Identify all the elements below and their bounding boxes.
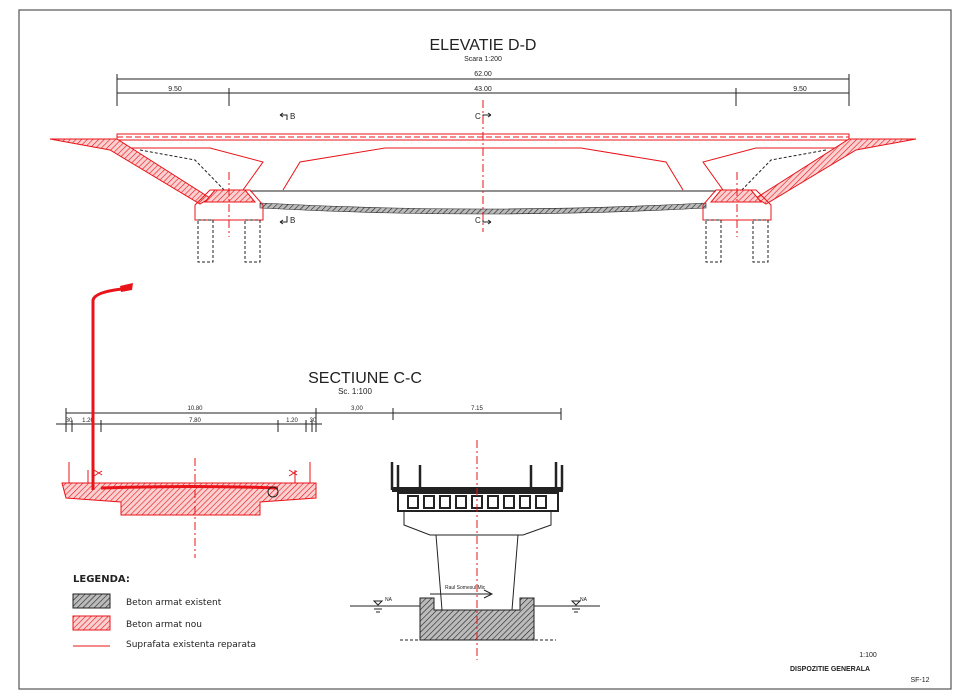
legend-swatch-new (72, 615, 111, 631)
legend-label: Beton armat nou (126, 620, 202, 630)
svg-text:B: B (290, 112, 295, 121)
existing-deck-section: NA NA Raul Somesul Mic (350, 440, 600, 660)
svg-text:C: C (475, 216, 481, 225)
section-scale: Sc. 1:100 (338, 387, 372, 396)
river-label: Raul Somesul Mic (445, 585, 486, 591)
right-embankment (755, 138, 917, 205)
svg-text:7.80: 7.80 (189, 418, 201, 424)
svg-text:30: 30 (310, 418, 317, 424)
dim-middle-label: 43.00 (474, 86, 492, 93)
legend: LEGENDA: Beton armat existent Beton arma… (72, 574, 256, 650)
dim-right-label: 9.50 (793, 86, 807, 93)
drawing-scale: 1:100 (859, 652, 877, 659)
flow-arrow (430, 589, 494, 599)
svg-text:10.80: 10.80 (187, 406, 203, 412)
legend-swatch-existing (72, 593, 111, 609)
svg-text:7.15: 7.15 (471, 406, 483, 412)
elevation-scale: Scara 1:200 (464, 56, 502, 63)
svg-text:NA: NA (580, 597, 588, 603)
svg-text:B: B (290, 216, 295, 225)
svg-text:1.20: 1.20 (286, 418, 298, 424)
section-title: SECTIUNE C-C (308, 370, 422, 387)
elevation-view: ELEVATIE D-D Scara 1:200 62.00 9.50 43.0… (49, 37, 917, 263)
left-abutment (194, 172, 264, 263)
cross-section-view: SECTIUNE C-C Sc. 1:100 10.80 3,00 7.15 3… (56, 283, 600, 660)
lamp-post (91, 287, 123, 490)
svg-text:C: C (475, 112, 481, 121)
new-deck-section (61, 283, 317, 558)
legend-label: Suprafata existenta reparata (126, 640, 256, 650)
elevation-title: ELEVATIE D-D (430, 37, 537, 54)
left-embankment (49, 138, 211, 205)
section-dimensions: 10.80 3,00 7.15 30 1.20 7.80 1.20 30 (56, 406, 562, 432)
elevation-dimensions: 62.00 9.50 43.00 9.50 (116, 71, 850, 106)
dim-left-label: 9.50 (168, 86, 182, 93)
svg-text:1.20: 1.20 (82, 418, 94, 424)
svg-text:30: 30 (66, 418, 73, 424)
right-abutment (702, 172, 772, 263)
drawing-name: DISPOZITIE GENERALA (790, 666, 870, 673)
riverbed (259, 202, 707, 215)
legend-label: Beton armat existent (126, 598, 222, 608)
sheet-number: SF-12 (910, 677, 929, 684)
sheet-frame (18, 9, 952, 690)
section-marker-b-bottom: B (279, 216, 295, 225)
title-block: 1:100 DISPOZITIE GENERALA SF-12 (790, 652, 930, 684)
svg-text:NA: NA (385, 597, 393, 603)
section-marker-b-top: B (279, 112, 295, 121)
svg-text:3,00: 3,00 (351, 406, 363, 412)
legend-title: LEGENDA: (73, 574, 130, 585)
dim-total-label: 62.00 (474, 71, 492, 78)
